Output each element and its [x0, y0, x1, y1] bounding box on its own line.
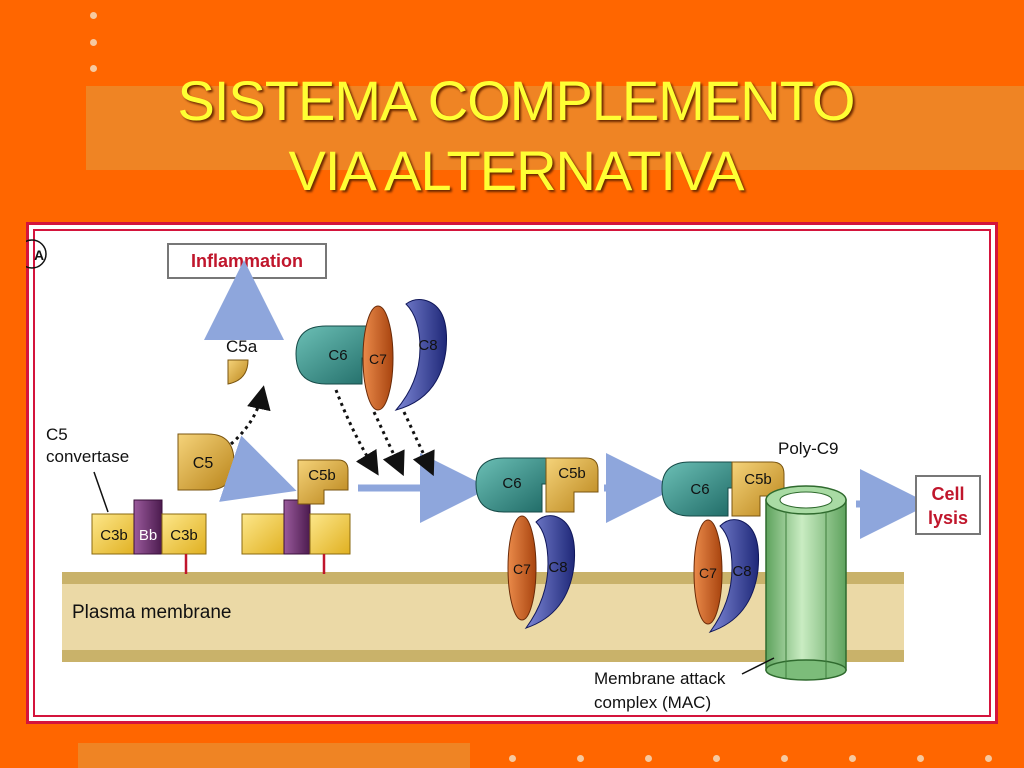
c5b-label-2: C5b	[558, 465, 586, 482]
poly-c9-pore	[765, 485, 847, 681]
c8-free-molecule	[394, 299, 448, 411]
bb-molecule	[133, 499, 163, 555]
c5-label: C5	[193, 455, 214, 472]
c5a-label: C5a	[226, 337, 258, 356]
cell-lysis-label-1: Cell	[931, 484, 964, 504]
c8-mac-label: C8	[732, 563, 751, 580]
c5b-bound-complex: C5b	[241, 459, 351, 574]
mac-pointer	[741, 657, 775, 675]
c8-label: C8	[548, 559, 567, 576]
mac-label-1: Membrane attack	[594, 669, 726, 688]
c5-convertase-pointer	[93, 471, 109, 513]
plasma-membrane-label: Plasma membrane	[72, 602, 231, 623]
c5-convertase-label-2: convertase	[46, 447, 129, 466]
slide-title: SISTEMA COMPLEMENTO VIA ALTERNATIVA	[86, 66, 946, 206]
c5b-c8-complex: C6 C5b C7 C8	[475, 457, 599, 629]
c3b-left-molecule	[91, 513, 137, 555]
c5a-fragment	[227, 359, 249, 385]
mac-complex: C6 C5b C7 C8 Poly-C9	[661, 439, 847, 681]
c5b-molecule	[297, 459, 349, 505]
c5-convertase-complex: C3b Bb C3b	[91, 499, 207, 574]
c6-free-molecule	[295, 325, 379, 385]
inflammation-label: Inflammation	[191, 251, 303, 271]
c6-mac-label: C6	[690, 481, 709, 498]
cell-lysis-label-2: lysis	[928, 508, 968, 528]
plasma-membrane: Plasma membrane	[62, 572, 904, 662]
c3b-left-label: C3b	[100, 527, 128, 544]
c5-convertase-label-1: C5	[46, 425, 68, 444]
title-line-1: SISTEMA COMPLEMENTO	[177, 69, 856, 132]
poly-c9-label: Poly-C9	[778, 439, 838, 458]
c6-c7-c8-binding-arrows	[334, 389, 435, 477]
mac-label-2: complex (MAC)	[594, 693, 711, 712]
c5-binding-arrow	[219, 435, 297, 502]
c7-label: C7	[513, 561, 531, 577]
c6-free-label: C6	[328, 347, 347, 364]
c8-free-label: C8	[418, 337, 437, 354]
c3b-right-label: C3b	[170, 527, 198, 544]
title-line-2: VIA ALTERNATIVA	[288, 139, 745, 202]
c5-cleavage-arrow	[230, 385, 271, 446]
c5b-label: C5b	[308, 467, 336, 484]
c7-mac-label: C7	[699, 565, 717, 581]
panel-letter: A	[26, 239, 47, 269]
cell-lysis-box: Cell lysis	[915, 475, 981, 535]
panel-letter-text: A	[34, 247, 44, 263]
c7-free-label: C7	[369, 351, 387, 367]
bb-label: Bb	[139, 527, 157, 544]
c3b-right-molecule	[161, 513, 207, 555]
free-c6-c7-c8: C6 C7 C8	[295, 299, 448, 411]
c7-free-molecule	[362, 305, 394, 411]
inflammation-box: Inflammation	[167, 243, 327, 279]
footer-band	[78, 743, 470, 768]
complement-pathway-diagram: A Plasma membrane Inflammation C5a C5 co…	[26, 239, 981, 712]
c5b-mac-label: C5b	[744, 471, 772, 488]
title-band	[86, 86, 1024, 170]
c6-label: C6	[502, 475, 521, 492]
